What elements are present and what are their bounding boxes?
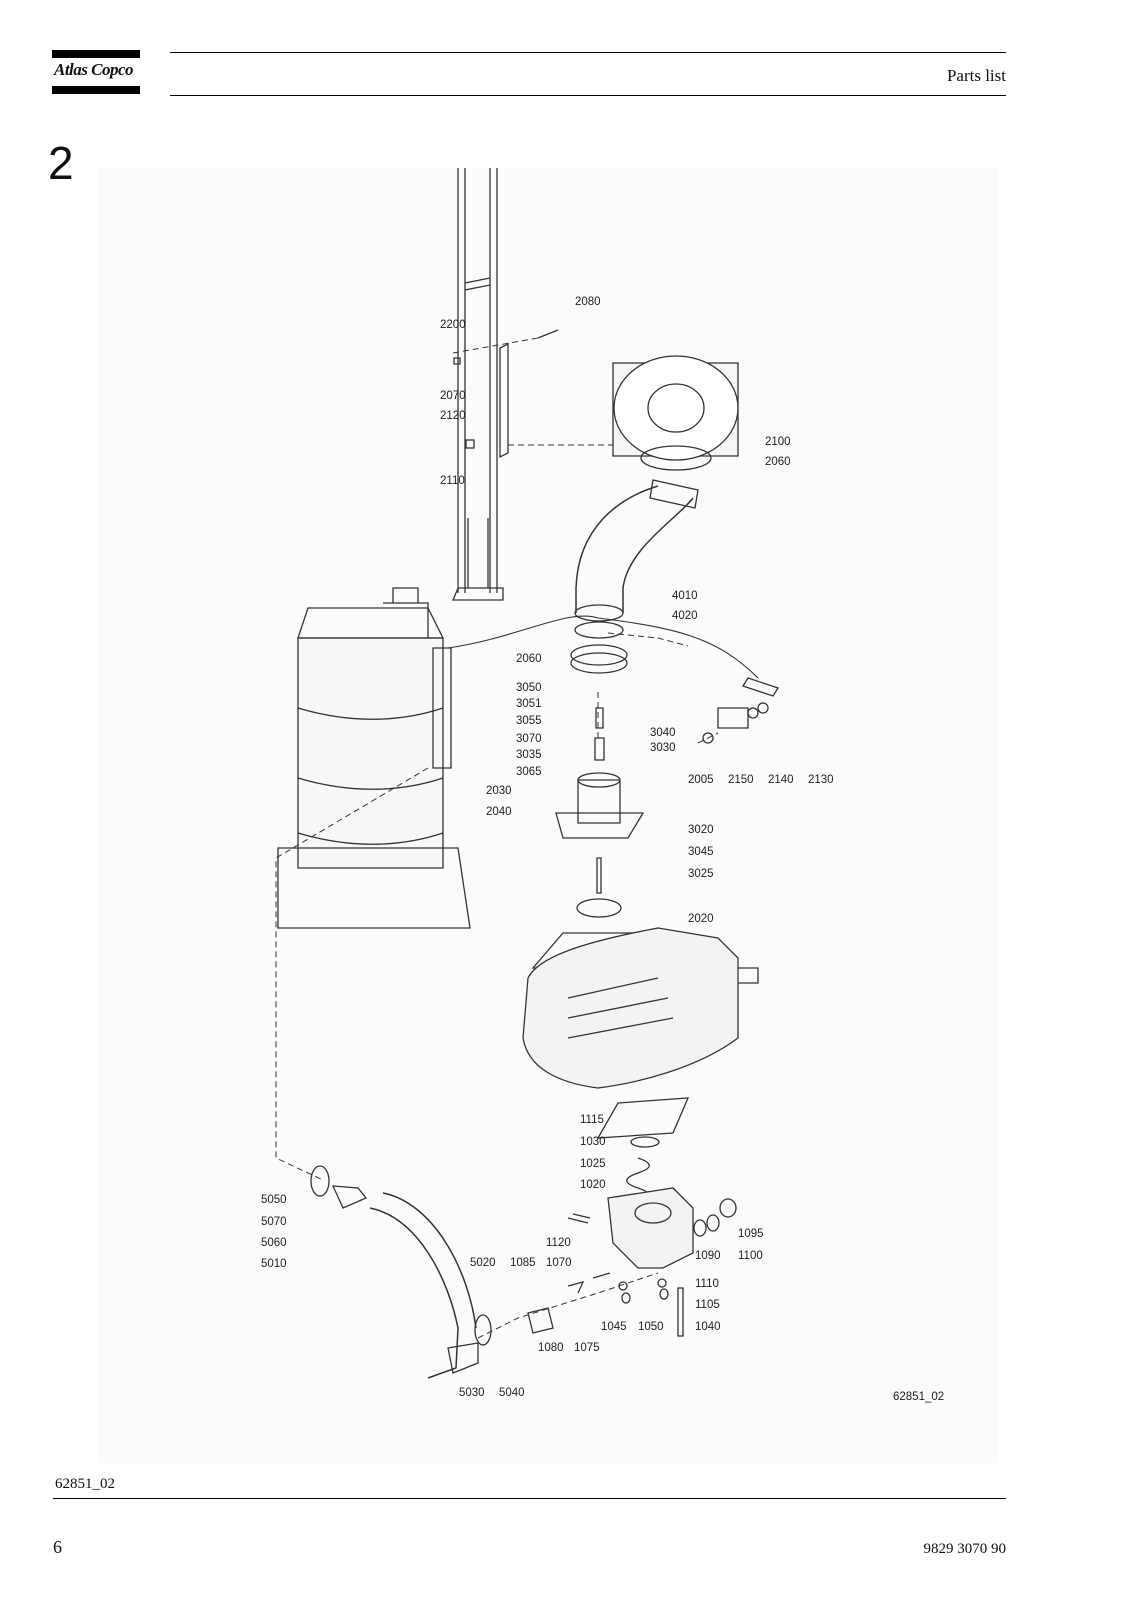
callout-3065: 3065 — [516, 766, 542, 778]
callout-5040: 5040 — [499, 1387, 525, 1399]
figure-code: 62851_02 — [893, 1391, 944, 1403]
callout-3025: 3025 — [688, 868, 714, 880]
document-number: 9829 3070 90 — [923, 1541, 1007, 1557]
callout-3040: 3040 — [650, 727, 676, 739]
callout-1085: 1085 — [510, 1257, 536, 1269]
callout-2100: 2100 — [765, 436, 791, 448]
callout-5030: 5030 — [459, 1387, 485, 1399]
callout-2020: 2020 — [688, 913, 714, 925]
callout-2060: 2060 — [516, 653, 542, 665]
callout-3070: 3070 — [516, 733, 542, 745]
page-number: 6 — [53, 1537, 62, 1557]
callout-3045: 3045 — [688, 846, 714, 858]
callout-layer: 2080 2200 2070 2120 2110 2100 2060 4010 4020 2060… — [261, 296, 834, 1399]
callout-1110: 1110 — [695, 1278, 719, 1290]
callout-1025: 1025 — [580, 1158, 606, 1170]
callout-1040: 1040 — [695, 1321, 721, 1333]
callout-1080: 1080 — [538, 1342, 564, 1354]
callout-1075: 1075 — [574, 1342, 600, 1354]
callout-5020: 5020 — [470, 1257, 496, 1269]
header-title: Parts list — [946, 66, 1006, 85]
logo-bar-bottom — [52, 86, 140, 94]
callout-1090: 1090 — [695, 1250, 721, 1262]
callout-5060: 5060 — [261, 1237, 287, 1249]
callout-5050: 5050 — [261, 1194, 287, 1206]
callout-1050: 1050 — [638, 1321, 664, 1333]
callout-2080: 2080 — [575, 296, 601, 308]
callout-3035: 3035 — [516, 749, 542, 761]
callout-5010: 5010 — [261, 1258, 287, 1270]
callout-4020: 4020 — [672, 610, 698, 622]
callout-1095: 1095 — [738, 1228, 764, 1240]
callout-4010: 4010 — [672, 590, 698, 602]
callout-2060: 2060 — [765, 456, 791, 468]
callout-3055: 3055 — [516, 715, 542, 727]
callout-3020: 3020 — [688, 824, 714, 836]
callout-2130: 2130 — [808, 774, 834, 786]
callout-2200: 2200 — [440, 319, 466, 331]
callout-2120: 2120 — [440, 410, 466, 422]
callout-2030: 2030 — [486, 785, 512, 797]
callout-1115: 1115 — [580, 1114, 604, 1126]
callout-1105: 1105 — [695, 1299, 720, 1311]
callout-2070: 2070 — [440, 390, 466, 402]
callout-1030: 1030 — [580, 1136, 606, 1148]
logo-bar-top — [52, 50, 140, 58]
callout-1045: 1045 — [601, 1321, 627, 1333]
callout-5070: 5070 — [261, 1216, 287, 1228]
section-number: 2 — [48, 137, 74, 189]
header-rule-bottom — [170, 95, 1006, 96]
footer-rule — [53, 1498, 1006, 1499]
callout-3030: 3030 — [650, 742, 676, 754]
callout-3050: 3050 — [516, 682, 542, 694]
callout-1070: 1070 — [546, 1257, 572, 1269]
drawing-lines — [275, 168, 779, 1379]
callout-1100: 1100 — [738, 1250, 763, 1262]
callout-2005: 2005 — [688, 774, 714, 786]
exploded-parts-diagram: 2080 2200 2070 2120 2110 2100 2060 4010 4020 2060… — [98, 168, 998, 1463]
atlas-copco-logo: Atlas Copco — [52, 50, 140, 94]
callout-3051: 3051 — [516, 698, 542, 710]
figure-caption: 62851_02 — [55, 1476, 115, 1492]
callout-2140: 2140 — [768, 774, 794, 786]
callout-2040: 2040 — [486, 806, 512, 818]
callout-1120: 1120 — [546, 1237, 571, 1249]
callout-2110: 2110 — [440, 475, 465, 487]
callout-2150: 2150 — [728, 774, 754, 786]
header-rule-top — [170, 52, 1006, 53]
logo-text: Atlas Copco — [54, 60, 134, 79]
callout-1020: 1020 — [580, 1179, 606, 1191]
